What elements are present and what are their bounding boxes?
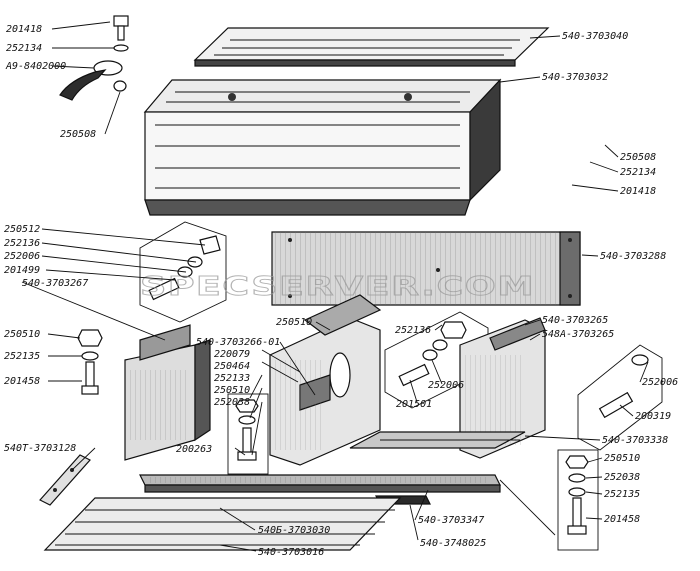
callout-label: 252006 xyxy=(4,251,40,262)
bottom-plate xyxy=(43,497,402,551)
callout-label: 540-3703267 xyxy=(22,278,88,289)
callout-label: 201418 xyxy=(6,24,42,35)
left-fastener-stack xyxy=(77,329,103,395)
callout-label: 250508 xyxy=(620,152,656,163)
callout-label: 540-3703266-01 xyxy=(196,337,280,348)
callout-label: 252136 xyxy=(395,325,431,336)
callout-label: 540-3703347 xyxy=(418,515,484,526)
callout-label: 540Б-3703030 xyxy=(258,525,330,536)
callout-label: 252006 xyxy=(642,377,678,388)
rail xyxy=(349,431,526,449)
callout-label: 201458 xyxy=(604,514,640,525)
callout-label: 548А-3703265 xyxy=(542,329,614,340)
callout-label: 201499 xyxy=(4,265,40,276)
callout-label: 201458 xyxy=(4,376,40,387)
box-cover xyxy=(143,78,502,216)
callout-label: 540-3703338 xyxy=(602,435,668,446)
callout-label: 250510 xyxy=(214,385,250,396)
callout-label: 250510 xyxy=(4,329,40,340)
callout-label: 540-3703032 xyxy=(542,72,608,83)
callout-label: 540-3703040 xyxy=(562,31,628,42)
callout-label: 201501 xyxy=(396,399,432,410)
callout-label: 250510 xyxy=(276,317,312,328)
cover-plate xyxy=(193,27,550,67)
left-bracket xyxy=(124,324,211,461)
center-bracket xyxy=(269,294,382,466)
callout-labels: 201418 252134 А9-8402000 250508 540-3703… xyxy=(4,24,678,558)
right-bracket xyxy=(459,317,546,459)
callout-label: 250510 xyxy=(604,453,640,464)
callout-label: 252133 xyxy=(214,373,250,384)
callout-label: 540Т-3703128 xyxy=(4,443,76,454)
callout-label: 540-3748025 xyxy=(420,538,486,549)
callout-label: 252135 xyxy=(604,489,640,500)
callout-label: 250512 xyxy=(4,224,40,235)
callout-label: 252136 xyxy=(4,238,40,249)
callout-label: 252135 xyxy=(4,351,40,362)
callout-label: 252006 xyxy=(428,380,464,391)
callout-label: 200263 xyxy=(176,444,212,455)
callout-label: 252134 xyxy=(620,167,656,178)
left-bolt-set xyxy=(139,221,227,323)
callout-label: 540-3703016 xyxy=(258,547,324,558)
callout-label: 250464 xyxy=(214,361,250,372)
callout-label: 540-3703288 xyxy=(600,251,666,262)
handle-assembly xyxy=(59,15,129,101)
lower-right-fastener-stack xyxy=(557,449,599,551)
callout-label: 200319 xyxy=(635,411,671,422)
leader-lines xyxy=(21,21,649,552)
right-side-bolt xyxy=(577,344,663,451)
watermark: SPECSERVER.COM xyxy=(140,272,535,302)
callout-label: А9-8402000 xyxy=(5,61,66,72)
center-fastener-stack xyxy=(227,393,269,475)
callout-label: 252038 xyxy=(604,472,640,483)
callout-label: 252038 xyxy=(214,397,250,408)
callout-label: 250508 xyxy=(60,129,96,140)
callout-label: 540-3703265 xyxy=(542,315,608,326)
callout-label: 220079 xyxy=(214,349,250,360)
base-plate xyxy=(271,231,581,306)
callout-label: 252134 xyxy=(6,43,42,54)
callout-label: 201418 xyxy=(620,186,656,197)
small-strap xyxy=(39,454,91,506)
